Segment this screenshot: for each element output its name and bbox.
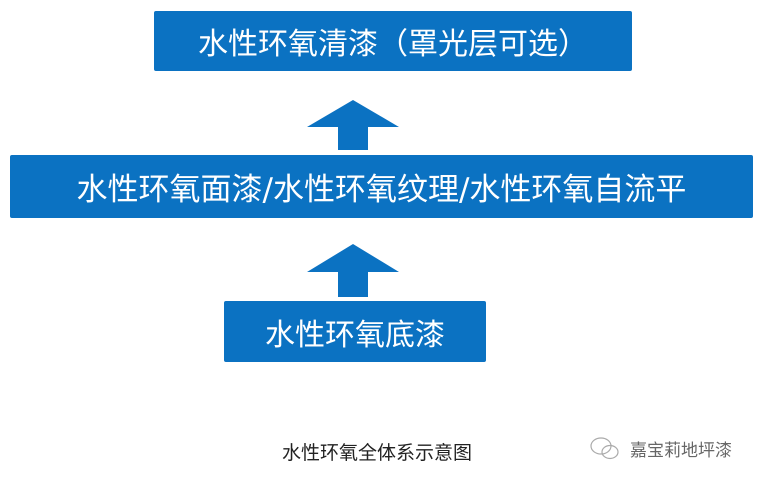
top-layer-box: 水性环氧清漆（罩光层可选） xyxy=(154,11,632,71)
watermark-text: 嘉宝莉地坪漆 xyxy=(630,440,732,461)
bottom-layer-box: 水性环氧底漆 xyxy=(224,301,486,362)
top-layer-label: 水性环氧清漆（罩光层可选） xyxy=(198,27,588,62)
middle-layer-box: 水性环氧面漆/水性环氧纹理/水性环氧自流平 xyxy=(10,155,753,218)
up-arrow-icon xyxy=(307,244,399,297)
middle-layer-label: 水性环氧面漆/水性环氧纹理/水性环氧自流平 xyxy=(76,172,687,208)
bottom-layer-label: 水性环氧底漆 xyxy=(265,317,445,353)
watermark: 嘉宝莉地坪漆 xyxy=(588,434,732,462)
up-arrow-icon xyxy=(307,100,399,150)
diagram-caption: 水性环氧全体系示意图 xyxy=(281,442,472,464)
wechat-icon xyxy=(590,437,619,460)
